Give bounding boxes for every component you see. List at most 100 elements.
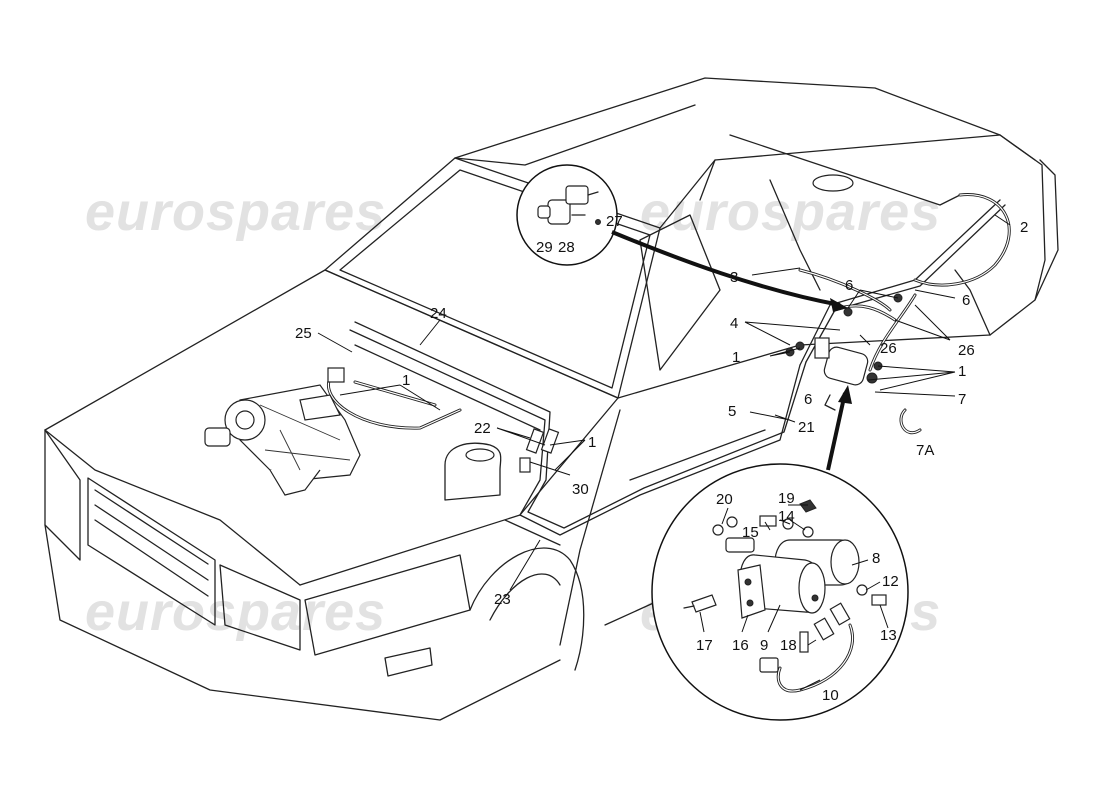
fitting-30 [519,457,531,473]
watermark-text: eurospares [640,182,941,242]
trunk-lid [699,134,1046,336]
callout-14: 14 [778,508,795,525]
callout-4: 4 [730,315,738,332]
pump-clip [824,394,836,411]
grille [87,477,216,626]
washer-14 [782,518,794,530]
bolt-15 [759,515,777,527]
pump-9-end [798,562,826,614]
pointer-arrowhead [830,298,848,312]
front-wheelarch-inner [489,573,561,621]
pump-9-terminal [811,594,819,602]
tank-pipe-b [805,204,1006,363]
callout-19: 19 [778,490,795,507]
pump-inlet [725,537,755,553]
callout-6b: 6 [962,292,970,309]
roof-front-edge [454,104,696,166]
fitting-22b [540,428,560,454]
callout-1b: 1 [958,363,966,380]
filler-neck [812,174,854,192]
washer-20 [712,524,724,536]
callout-17: 17 [696,637,713,654]
nut-19 [799,499,817,513]
callout-22: 22 [474,420,491,437]
filter-end [537,205,551,219]
callout-18: 18 [780,637,797,654]
sensor-17 [691,594,717,613]
watermark-text: eurospares [85,182,386,242]
pump-body [823,346,869,386]
callout-1a: 1 [732,349,740,366]
callout-5: 5 [728,403,736,420]
inset-pump-exploded [651,385,909,721]
callout-25: 25 [295,325,312,342]
bolt-13 [871,594,887,606]
callout-21: 21 [798,419,815,436]
right-headlight [219,564,301,651]
clip-6 [843,307,853,317]
engine-detail [259,404,351,471]
engine-pulley-hub [235,410,255,430]
callout-8: 8 [872,550,880,567]
callout-labels: 2 3 6 6 4 26 26 1 1 6 7 5 21 7A 24 25 1 … [295,213,1028,704]
engine-inlet [204,427,231,447]
connector-10b [813,617,835,641]
callout-30: 30 [572,481,589,498]
callout-20: 20 [716,491,733,508]
reservoir-body [444,442,502,501]
canister-8-end [830,539,860,585]
callout-13: 13 [880,627,897,644]
plug-10 [759,657,779,673]
hood-side-crease [299,514,521,586]
grille-bars [94,489,209,597]
front-wheelarch [469,547,585,671]
pipe-bracket [504,519,561,546]
engine-top [299,394,341,421]
callout-1d: 1 [588,434,596,451]
fuel-pipe-branch [354,344,541,431]
inset-pointer-bottom [826,392,847,471]
callout-6a: 6 [845,277,853,294]
callout-7: 7 [958,391,966,408]
callout-12: 12 [882,573,899,590]
inset-filter [516,164,848,312]
tank-filler-pipe [769,179,821,291]
clip-1b [795,341,805,351]
connector-10a [829,602,851,626]
callout-6c: 6 [804,391,812,408]
callout-2: 2 [1020,219,1028,236]
bracket-16 [737,564,766,619]
rear-corner [1034,159,1059,301]
fuel-pipe-return [354,321,807,529]
callout-27: 27 [606,213,623,230]
fuel-lines [349,134,1006,546]
tank-vent-pipe [729,134,961,206]
callout-24: 24 [430,305,447,322]
callout-10: 10 [822,687,839,704]
reservoir [444,442,502,501]
callout-28: 28 [558,239,575,256]
front-bumper [44,524,561,721]
callout-15: 15 [742,524,759,541]
callout-1c: 1 [402,372,410,389]
screw-27 [595,219,601,225]
washer-12 [856,584,868,596]
reservoir-cap [465,448,495,462]
leader-lines [317,214,1011,691]
pump-outlet [866,372,878,384]
rear-wheelarch [954,269,991,336]
inset-pointer-top [611,230,841,307]
washer-14b [802,526,814,538]
callout-29: 29 [536,239,553,256]
pump-bracket [814,337,830,359]
flexible-hoses [327,193,1011,434]
roof-line [454,77,1036,161]
hood-front-edge [44,429,301,586]
callout-26a: 26 [880,340,897,357]
callout-26b: 26 [958,342,975,359]
nut-20 [726,516,738,528]
indicator-lamp [384,647,433,677]
pipe-fittings [519,293,903,473]
engine-assembly [204,367,361,496]
